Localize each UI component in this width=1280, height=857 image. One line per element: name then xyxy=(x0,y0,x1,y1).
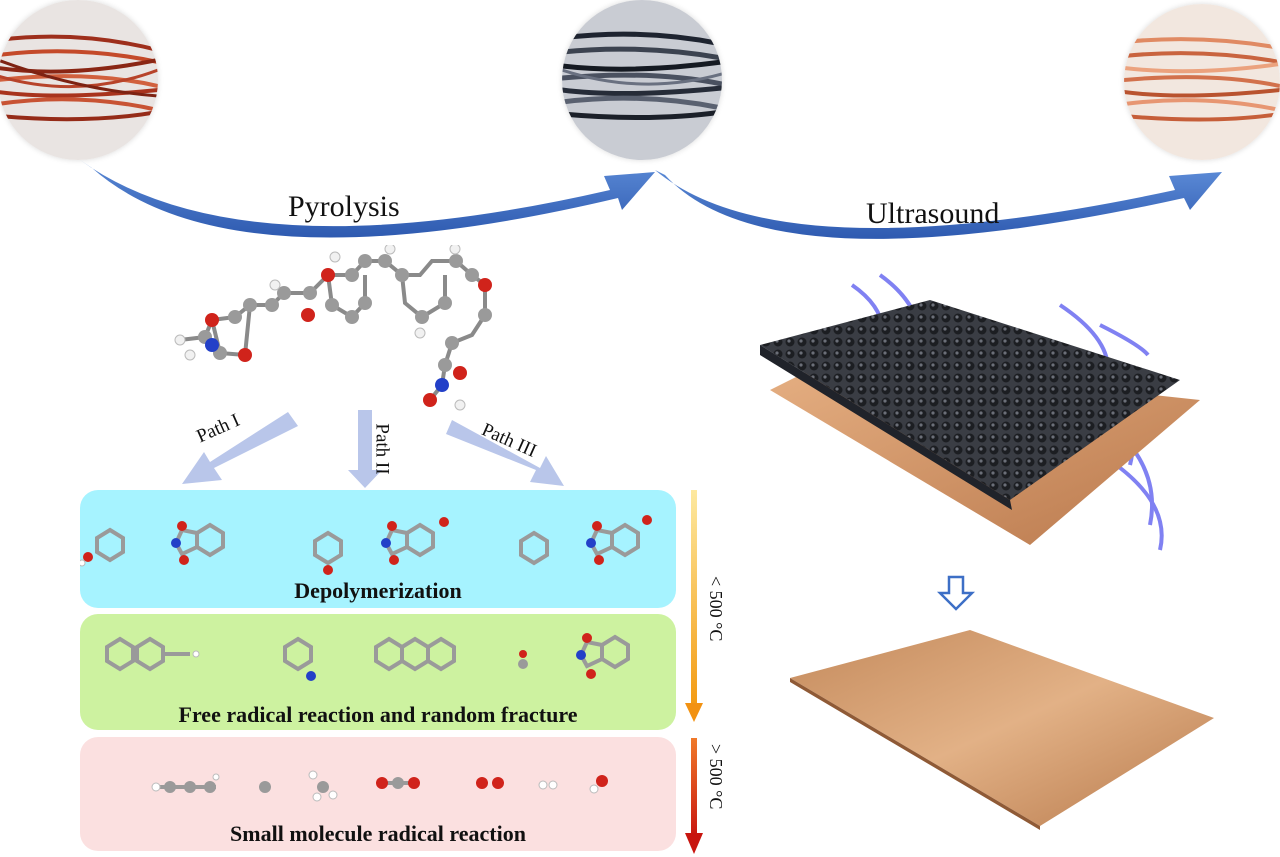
hydrogen-molecule xyxy=(539,781,557,789)
biphenyl-acetylene-molecule xyxy=(107,639,199,669)
carbon-atom xyxy=(259,781,271,793)
methyl-molecule xyxy=(309,771,337,801)
phenol-molecule-1 xyxy=(80,530,123,566)
carbon-monoxide-molecule xyxy=(518,650,528,669)
propyne-molecule xyxy=(152,774,219,793)
below-500-arrow-head xyxy=(685,703,703,722)
anthracene-molecule xyxy=(376,639,454,669)
imide-molecule-2 xyxy=(381,517,449,565)
free-radical-band: Free radical reaction and random fractur… xyxy=(80,614,676,730)
imide-molecule-4 xyxy=(576,633,628,679)
depolymerization-molecules xyxy=(80,490,676,580)
path-2-label: Path II xyxy=(371,423,393,474)
small-molecules xyxy=(80,737,676,817)
carbon-dioxide-molecule xyxy=(376,777,420,789)
carbonized-copper-sheet xyxy=(760,300,1220,550)
small-molecule-band: Small molecule radical reaction xyxy=(80,737,676,851)
below-500-arrow-shaft xyxy=(691,490,697,708)
path-arrows xyxy=(0,0,700,500)
imide-molecule-3 xyxy=(586,515,652,565)
hydroxyl-molecule xyxy=(590,775,608,793)
below-500-label: < 500 °C xyxy=(705,576,726,641)
oxygen-molecule xyxy=(476,777,504,789)
down-arrow-icon xyxy=(936,575,976,611)
small-molecule-title: Small molecule radical reaction xyxy=(80,821,676,847)
imide-molecule-1 xyxy=(171,521,223,565)
depolymerization-band: Depolymerization xyxy=(80,490,676,608)
above-500-arrow-head xyxy=(685,833,703,854)
aniline-molecule xyxy=(285,639,316,681)
benzene-molecule xyxy=(521,533,547,563)
above-500-arrow-shaft xyxy=(691,738,697,838)
depolymerization-title: Depolymerization xyxy=(80,578,676,604)
ultrasound-label: Ultrasound xyxy=(866,197,999,231)
phenol-molecule-2 xyxy=(315,533,341,575)
above-500-label: > 500 °C xyxy=(705,744,726,809)
clean-copper-sheet xyxy=(790,630,1230,830)
free-radical-title: Free radical reaction and random fractur… xyxy=(80,702,676,728)
free-radical-molecules xyxy=(80,614,676,694)
